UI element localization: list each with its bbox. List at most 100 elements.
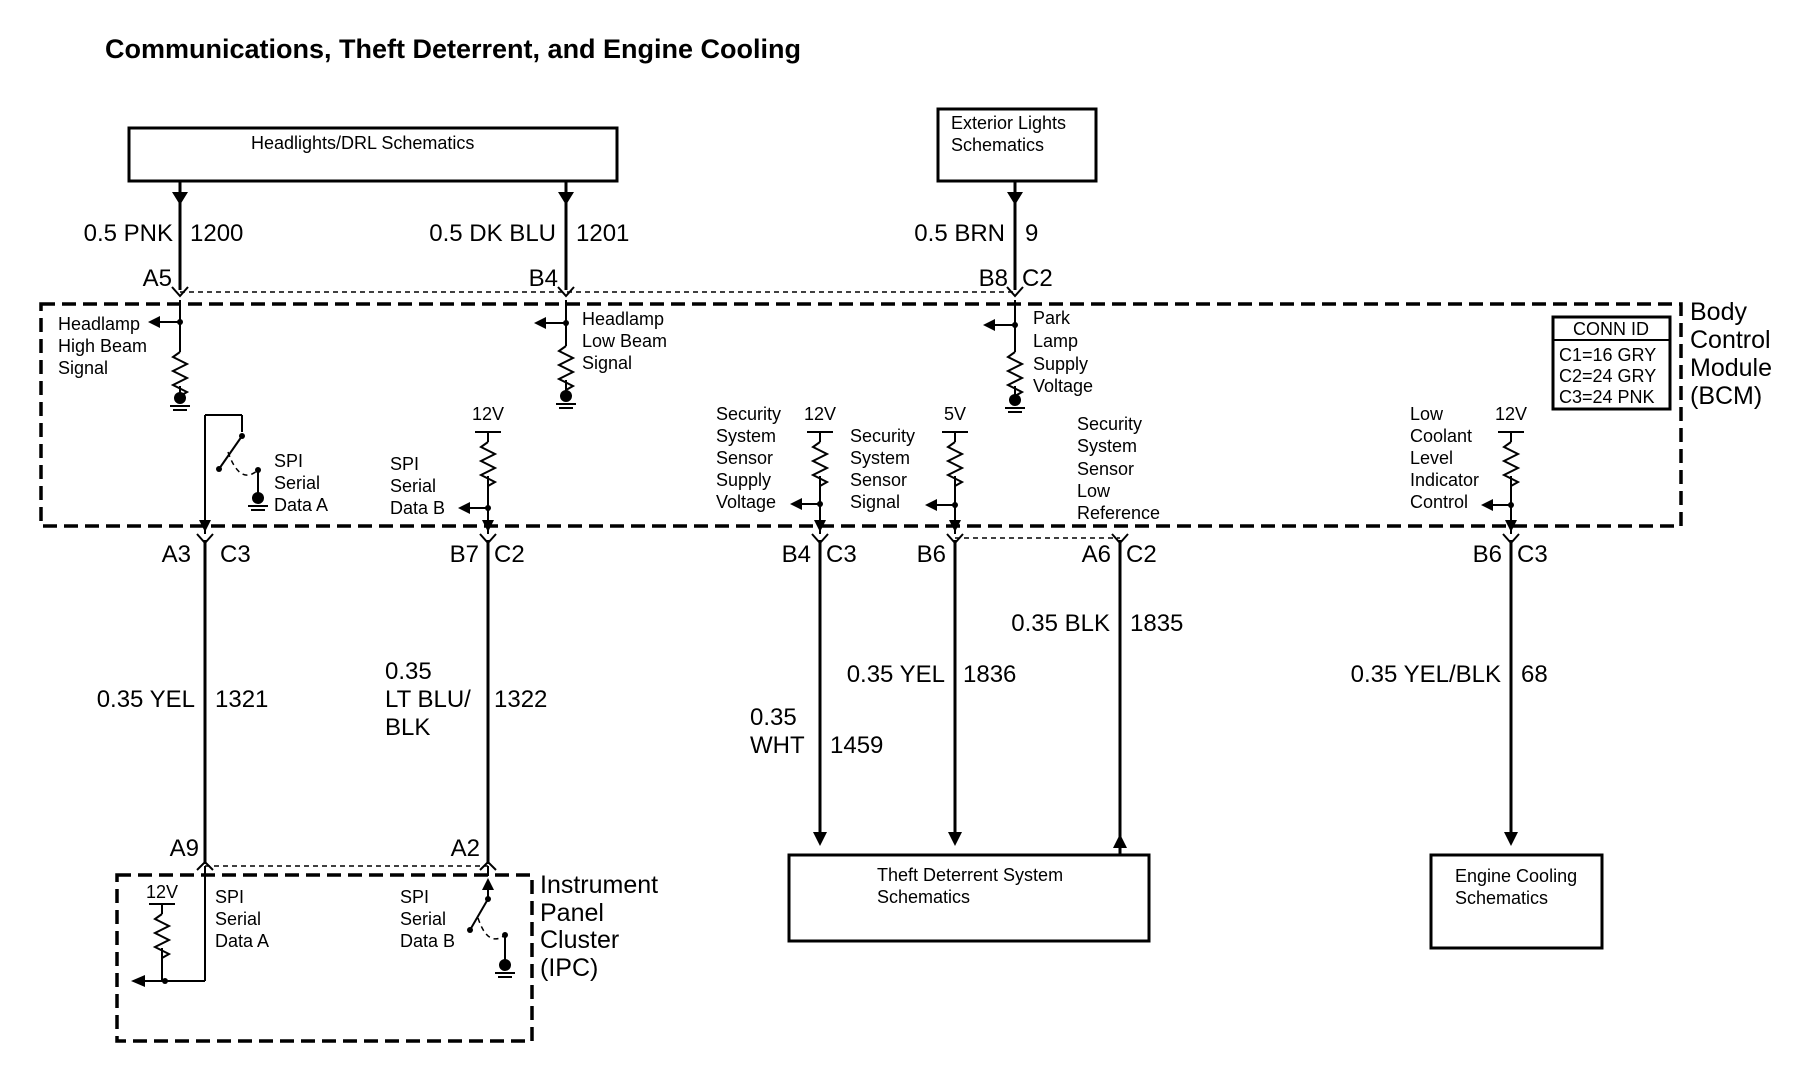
park-lamp-circuit: Park Lamp Supply Voltage <box>983 300 1093 413</box>
svg-text:Data B: Data B <box>390 498 445 518</box>
svg-text:Schematics: Schematics <box>1455 888 1548 908</box>
pin-label: B4 <box>529 265 558 292</box>
connector-label: C3 <box>220 541 251 568</box>
wire-circuit: 1321 <box>215 686 268 713</box>
wire-circuit: 1200 <box>190 220 243 247</box>
pin-label: B6 <box>917 541 946 568</box>
bcm-spi-data-a-circuit: SPI Serial Data A <box>199 414 328 534</box>
wire-gauge: 0.35 YEL/BLK <box>1351 661 1501 688</box>
exterior-lights-box: Exterior Lights Schematics <box>936 107 1098 183</box>
wire-circuit: 68 <box>1521 661 1548 688</box>
ipc-spi-data-b-circuit: SPI Serial Data B <box>400 866 515 978</box>
svg-text:Supply: Supply <box>716 470 771 490</box>
headlights-drl-label: Headlights/DRL Schematics <box>251 133 474 153</box>
svg-text:Sensor: Sensor <box>716 448 773 468</box>
bcm-spi-data-b-circuit: 12V SPI Serial Data B <box>390 404 504 534</box>
svg-text:Signal: Signal <box>58 358 108 378</box>
wire-circuit: 1322 <box>494 686 547 713</box>
wire-gauge: 0.5 PNK <box>84 220 173 247</box>
svg-text:Security: Security <box>716 404 781 424</box>
svg-text:Instrument: Instrument <box>540 871 658 899</box>
svg-text:Serial: Serial <box>215 909 261 929</box>
svg-text:Headlamp: Headlamp <box>58 314 140 334</box>
bcm-boundary <box>39 302 1683 528</box>
ipc-spi-data-a-circuit: 12V SPI Serial Data A <box>131 866 269 987</box>
svg-text:Control: Control <box>1690 326 1771 354</box>
headlights-drl-box: Headlights/DRL Schematics <box>127 126 619 183</box>
svg-text:Signal: Signal <box>582 353 632 373</box>
svg-text:Serial: Serial <box>274 473 320 493</box>
svg-text:Engine Cooling: Engine Cooling <box>1455 866 1577 886</box>
headlamp-high-beam-circuit: Headlamp High Beam Signal <box>58 300 190 411</box>
svg-text:Voltage: Voltage <box>1033 376 1093 396</box>
svg-text:(IPC): (IPC) <box>540 954 598 982</box>
svg-text:Low Beam: Low Beam <box>582 331 667 351</box>
connector-label: C2 <box>1126 541 1157 568</box>
top-wire-1200: 0.5 PNK 1200 A5 <box>84 181 243 292</box>
svg-text:Theft Deterrent System: Theft Deterrent System <box>877 865 1063 885</box>
pin-label: A9 <box>170 835 199 862</box>
svg-text:Supply: Supply <box>1033 354 1088 374</box>
exterior-lights-label-2: Schematics <box>951 135 1044 155</box>
pin-label: A2 <box>451 835 480 862</box>
connector-label: C3 <box>826 541 857 568</box>
svg-text:Low: Low <box>1077 481 1111 501</box>
voltage-label: 12V <box>472 404 504 424</box>
conn-id-row: C1=16 GRY <box>1559 345 1656 365</box>
security-sensor-signal-circuit: 5V Security System Sensor Signal <box>850 404 968 534</box>
pin-label: A6 <box>1082 541 1111 568</box>
svg-text:Data B: Data B <box>400 931 455 951</box>
ipc-top-connector: A9 A2 <box>170 835 497 871</box>
diagram-title: Communications, Theft Deterrent, and Eng… <box>105 34 801 64</box>
voltage-label: 5V <box>944 404 966 424</box>
wire-gauge: 0.35 <box>385 658 432 685</box>
voltage-label: 12V <box>1495 404 1527 424</box>
wire-1835: 0.35 BLK 1835 <box>1011 540 1183 854</box>
pin-label: A3 <box>162 541 191 568</box>
svg-text:High Beam: High Beam <box>58 336 147 356</box>
svg-text:Signal: Signal <box>850 492 900 512</box>
svg-text:Indicator: Indicator <box>1410 470 1479 490</box>
svg-text:SPI: SPI <box>215 887 244 907</box>
exterior-lights-label-1: Exterior Lights <box>951 113 1066 133</box>
svg-text:SPI: SPI <box>400 887 429 907</box>
pin-label: B8 <box>979 265 1008 292</box>
wire-gauge: 0.35 <box>750 704 797 731</box>
conn-id-row: C3=24 PNK <box>1559 387 1655 407</box>
ipc-label: Instrument Panel Cluster (IPC) <box>540 871 658 982</box>
svg-text:Cluster: Cluster <box>540 926 619 954</box>
svg-text:Reference: Reference <box>1077 503 1160 523</box>
wire-68: 0.35 YEL/BLK 68 <box>1351 540 1548 846</box>
connector-label: C2 <box>1022 265 1053 292</box>
conn-id-title: CONN ID <box>1573 319 1649 339</box>
pin-label: B6 <box>1473 541 1502 568</box>
svg-text:Low: Low <box>1410 404 1444 424</box>
pin-label: B7 <box>450 541 479 568</box>
svg-text:SPI: SPI <box>390 454 419 474</box>
svg-text:Sensor: Sensor <box>1077 459 1134 479</box>
pin-label: B4 <box>782 541 811 568</box>
wire-circuit: 1835 <box>1130 610 1183 637</box>
svg-text:System: System <box>716 426 776 446</box>
svg-text:Panel: Panel <box>540 899 604 927</box>
pin-label: A5 <box>143 265 172 292</box>
svg-text:Module: Module <box>1690 354 1772 382</box>
svg-text:Lamp: Lamp <box>1033 331 1078 351</box>
top-connector <box>171 286 1024 298</box>
headlamp-low-beam-circuit: Headlamp Low Beam Signal <box>534 300 667 409</box>
ipc-boundary <box>115 873 534 1043</box>
svg-text:Level: Level <box>1410 448 1453 468</box>
svg-text:System: System <box>850 448 910 468</box>
conn-id-table: CONN ID C1=16 GRY C2=24 GRY C3=24 PNK <box>1551 315 1672 411</box>
voltage-label: 12V <box>146 882 178 902</box>
voltage-label: 12V <box>804 404 836 424</box>
wire-gauge: 0.35 YEL <box>97 686 195 713</box>
connector-label: C2 <box>494 541 525 568</box>
svg-text:Park: Park <box>1033 308 1071 328</box>
wire-circuit: 1201 <box>576 220 629 247</box>
wire-circuit: 1459 <box>830 732 883 759</box>
svg-text:Voltage: Voltage <box>716 492 776 512</box>
engine-cooling-box: Engine Cooling Schematics <box>1429 853 1604 950</box>
bcm-label: Body Control Module (BCM) <box>1690 298 1772 410</box>
